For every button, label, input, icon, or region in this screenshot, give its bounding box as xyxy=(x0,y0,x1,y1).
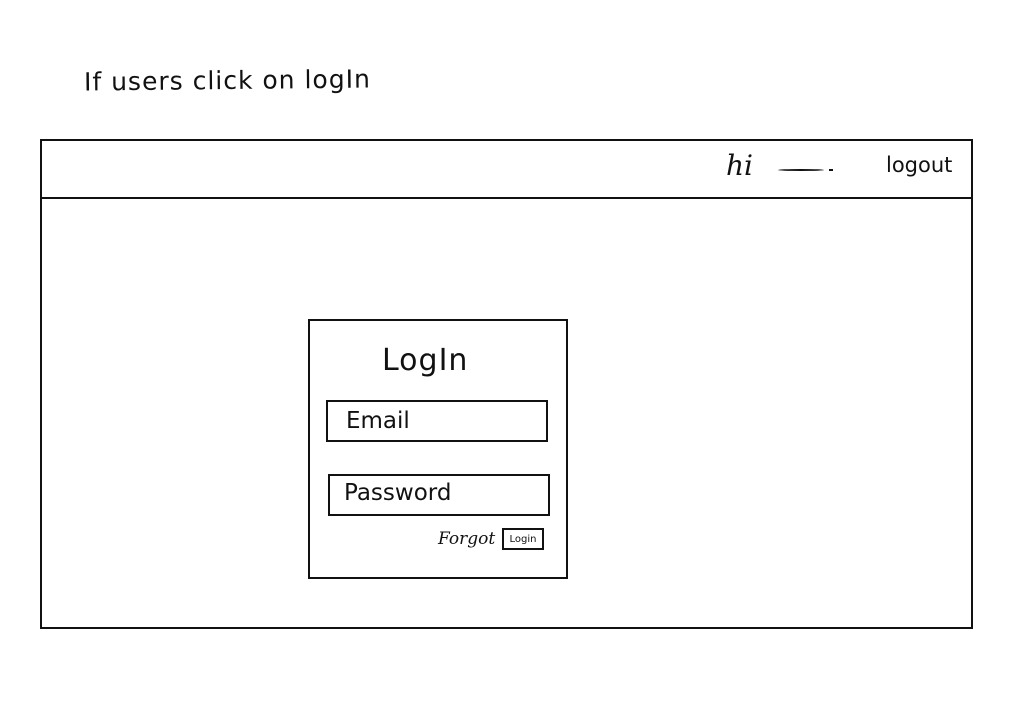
username-placeholder-dash xyxy=(829,169,833,171)
username-placeholder xyxy=(778,169,824,171)
email-field[interactable]: Email xyxy=(326,400,548,442)
top-navbar: hi logout xyxy=(42,141,971,199)
email-placeholder: Email xyxy=(346,408,410,434)
password-placeholder: Password xyxy=(344,480,452,506)
login-button[interactable]: Login xyxy=(502,528,544,550)
app-window: hi logout LogIn Email Password Forgot Lo… xyxy=(40,139,973,629)
password-field[interactable]: Password xyxy=(328,474,550,516)
greeting-text: hi xyxy=(726,149,753,182)
login-card-title: LogIn xyxy=(382,343,469,378)
wireframe-annotation: If users click on logIn xyxy=(83,64,371,97)
logout-link[interactable]: logout xyxy=(886,153,953,177)
forgot-password-link[interactable]: Forgot xyxy=(438,529,496,549)
login-card: LogIn Email Password Forgot Login xyxy=(308,319,568,579)
